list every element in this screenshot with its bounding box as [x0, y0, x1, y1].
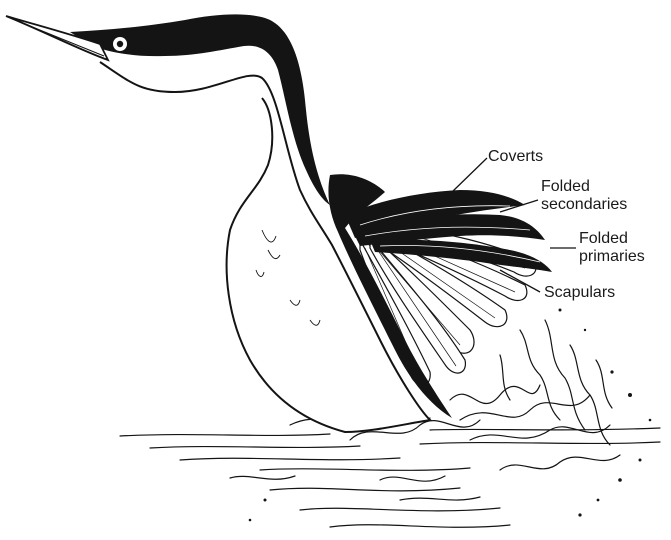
label-coverts: Coverts — [488, 148, 543, 166]
label-scapulars: Scapulars — [544, 284, 615, 302]
label-folded-primaries-line2: primaries — [579, 248, 645, 266]
coverts-leader — [452, 158, 487, 192]
label-folded-secondaries-line1: Folded — [541, 178, 590, 196]
label-folded-primaries-line1: Folded — [579, 230, 628, 248]
label-folded-secondaries-line2: secondaries — [541, 196, 627, 214]
eye-icon — [113, 37, 127, 51]
